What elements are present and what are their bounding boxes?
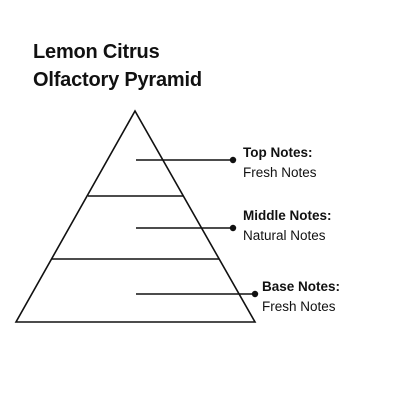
- diagram-title: Lemon Citrus Olfactory Pyramid: [33, 38, 202, 94]
- middle-notes-label: Middle Notes: Natural Notes: [243, 206, 332, 246]
- middle-notes-value: Natural Notes: [243, 228, 326, 243]
- top-notes-label: Top Notes: Fresh Notes: [243, 143, 317, 183]
- middle-notes-leader-dot: [229, 224, 237, 232]
- middle-notes-heading: Middle Notes:: [243, 208, 332, 223]
- base-notes-label: Base Notes: Fresh Notes: [262, 277, 340, 317]
- base-notes-value: Fresh Notes: [262, 299, 336, 314]
- top-notes-leader-dot: [229, 156, 237, 164]
- top-notes-value: Fresh Notes: [243, 165, 317, 180]
- base-notes-heading: Base Notes:: [262, 279, 341, 294]
- pyramid-outline: [14, 109, 257, 323]
- base-notes-leader-dot: [251, 290, 259, 298]
- top-notes-heading: Top Notes:: [243, 145, 313, 160]
- title-line-1: Lemon Citrus: [33, 41, 160, 63]
- title-line-2: Olfactory Pyramid: [33, 69, 202, 91]
